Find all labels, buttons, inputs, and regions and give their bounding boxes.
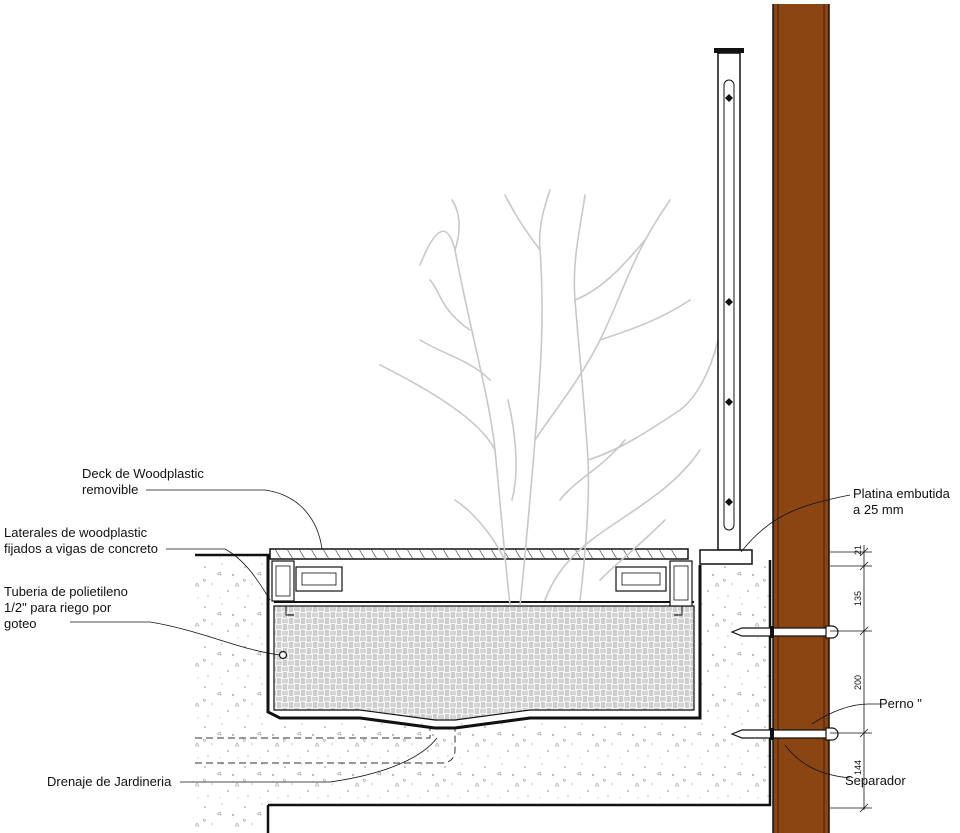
railing-post	[699, 48, 753, 565]
label-drenaje: Drenaje de Jardineria	[47, 774, 172, 789]
label-platina: Platina embutida a 25 mm	[853, 486, 950, 517]
label-laterales: Laterales de woodplastic fijados a vigas…	[4, 525, 158, 556]
drain-lines	[195, 728, 456, 764]
dim-135: 135	[853, 590, 863, 606]
wood-fascia	[772, 4, 830, 833]
label-separador: Separador	[845, 773, 906, 788]
dim-21: 21	[853, 544, 863, 555]
woodplastic-profiles	[271, 560, 693, 616]
label-tuberia: Tuberia de polietileno 1/2" para riego p…	[4, 584, 128, 631]
dim-144: 144	[853, 759, 863, 775]
woodplastic-deck	[269, 548, 689, 560]
label-deck: Deck de Woodplastic removible	[82, 466, 204, 497]
concrete-slab	[195, 553, 772, 833]
drip-pipe	[278, 650, 288, 660]
leader-lines	[70, 489, 885, 783]
planter-box	[266, 555, 702, 730]
dim-200: 200	[853, 674, 863, 690]
dimension-chain	[830, 545, 872, 813]
label-perno: Perno "	[879, 696, 922, 711]
bolts	[730, 625, 839, 741]
tree-illustration	[379, 189, 721, 606]
